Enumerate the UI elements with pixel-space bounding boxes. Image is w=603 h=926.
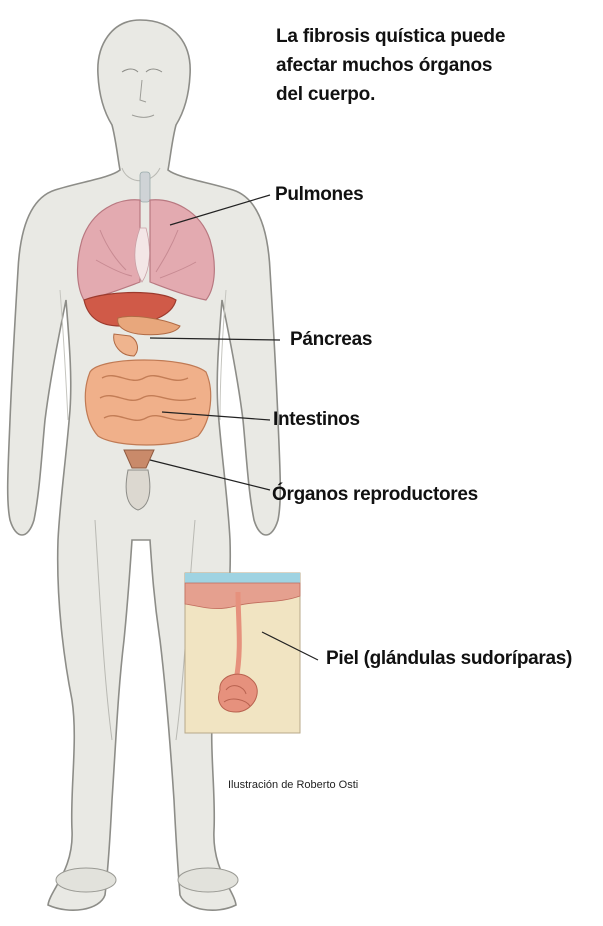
intestines-organ — [85, 360, 210, 445]
label-lungs: Pulmones — [275, 184, 363, 206]
label-reproductive-organs: Órganos reproductores — [272, 484, 478, 506]
title-line-1: La fibrosis quística puede — [276, 22, 576, 51]
title-line-3: del cuerpo. — [276, 80, 576, 109]
label-skin-sweat-glands: Piel (glándulas sudoríparas) — [326, 648, 572, 670]
label-intestines: Intestinos — [273, 409, 360, 431]
illustration-credit: Ilustración de Roberto Osti — [228, 779, 358, 791]
title-line-2: afectar muchos órganos — [276, 51, 576, 80]
skin-inset — [185, 573, 300, 733]
label-pancreas: Páncreas — [290, 329, 372, 351]
diagram-title: La fibrosis quística puede afectar mucho… — [276, 22, 576, 109]
trachea — [140, 172, 150, 202]
